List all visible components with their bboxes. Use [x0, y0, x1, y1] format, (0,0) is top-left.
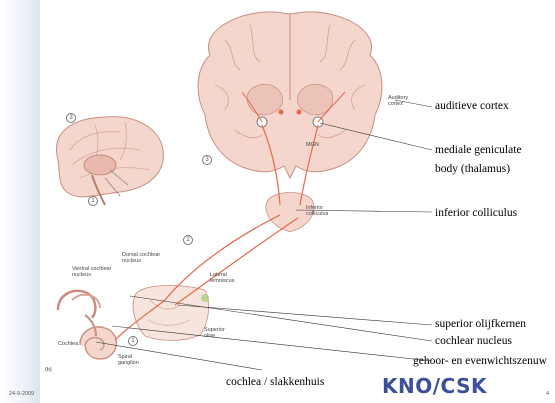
marker-3-coronal: 3: [202, 155, 212, 165]
callout-inferior-colliculus: inferior colliculus: [435, 206, 517, 220]
footer-logo: KNO/CSK: [382, 374, 487, 398]
sagittal-brain-illustration: [56, 117, 163, 205]
fig-label-panel-b: (b): [45, 367, 52, 373]
marker-2-brainstem: 2: [183, 235, 193, 245]
callout-cochlear-nucleus: cochlear nucleus: [435, 334, 512, 348]
marker-1-sagittal: 1: [88, 196, 98, 206]
footer-date: 24-9-2009: [9, 391, 34, 397]
marker-3-sagittal: 3: [66, 113, 76, 123]
coronal-brain-illustration: [198, 12, 382, 178]
callout-superior-olijfkernen: superior olijfkernen: [435, 317, 526, 331]
callout-body-thalamus: body (thalamus): [435, 162, 510, 176]
fig-label-cochlea: Cochlea: [58, 341, 78, 347]
fig-label-mgn: MGN: [306, 142, 319, 148]
lateral-lemniscus-path-right: [175, 218, 298, 305]
callout-gehoor-evenwichtszenuw: gehoor- en evenwichtszenuw: [413, 354, 547, 368]
callout-mediale-geniculate: mediale geniculate: [435, 143, 522, 157]
marker-1-nerve: 1: [128, 336, 138, 346]
callout-cochlea-slakkenhuis: cochlea / slakkenhuis: [226, 375, 324, 389]
footer-page-number: 4: [546, 391, 549, 397]
callout-auditieve-cortex: auditieve cortex: [435, 99, 509, 113]
cochlea-illustration: [58, 291, 116, 359]
